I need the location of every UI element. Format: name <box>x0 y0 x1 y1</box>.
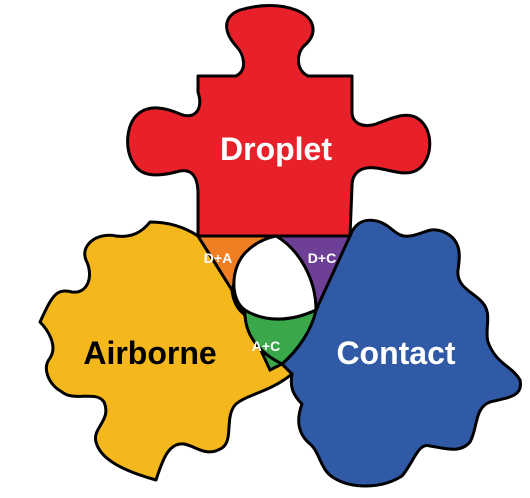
airborne-contact-label: A+C <box>252 338 280 354</box>
droplet-airborne-label: D+A <box>204 250 232 266</box>
droplet-contact-label: D+C <box>308 250 336 266</box>
droplet-label: Droplet <box>220 131 332 167</box>
contact-label: Contact <box>336 335 455 371</box>
center-region <box>232 234 318 321</box>
contact-piece <box>280 218 522 488</box>
airborne-label: Airborne <box>83 335 216 371</box>
droplet-piece <box>126 4 432 238</box>
